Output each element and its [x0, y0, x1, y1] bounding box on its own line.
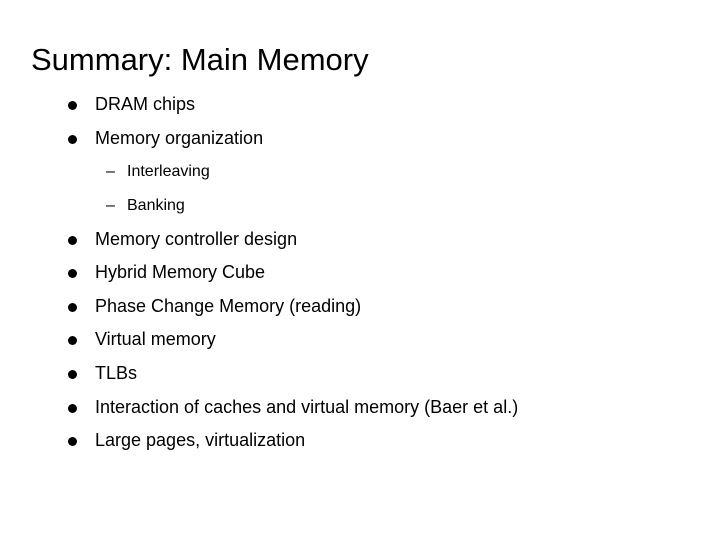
bullet-item: DRAM chips	[68, 93, 196, 115]
bullet-dot	[68, 370, 77, 379]
bullet-dot	[68, 236, 77, 245]
bullet-text: Virtual memory	[95, 329, 216, 349]
bullet-text: DRAM chips	[95, 94, 196, 114]
bullet-text: Large pages, virtualization	[95, 430, 306, 450]
bullet-dot	[68, 437, 77, 446]
bullet-item: Hybrid Memory Cube	[68, 261, 266, 283]
sub-bullet-text: Banking	[127, 197, 185, 214]
bullet-text: Interaction of caches and virtual memory…	[95, 397, 519, 417]
bullet-dot	[68, 269, 77, 278]
bullet-dot	[68, 303, 77, 312]
bullet-item: Interaction of caches and virtual memory…	[68, 396, 519, 418]
bullet-dot	[68, 336, 77, 345]
sub-bullet-dash: –	[106, 163, 115, 180]
sub-bullet-dash: –	[106, 197, 115, 214]
bullet-dot	[68, 101, 77, 110]
bullet-item: Memory organization	[68, 127, 264, 149]
bullet-text: TLBs	[95, 363, 138, 383]
bullet-item: Large pages, virtualization	[68, 429, 306, 451]
bullet-text: Hybrid Memory Cube	[95, 262, 266, 282]
bullet-item: Memory controller design	[68, 228, 298, 250]
bullet-text: Memory controller design	[95, 229, 298, 249]
bullet-dot	[68, 404, 77, 413]
slide-title: Summary: Main Memory	[31, 42, 369, 77]
sub-bullet-item: – Interleaving	[106, 162, 210, 182]
bullet-text: Memory organization	[95, 128, 264, 148]
bullet-item: Virtual memory	[68, 328, 216, 350]
bullet-item: Phase Change Memory (reading)	[68, 295, 362, 317]
bullet-dot	[68, 135, 77, 144]
bullet-item: TLBs	[68, 362, 138, 384]
sub-bullet-text: Interleaving	[127, 163, 210, 180]
sub-bullet-item: – Banking	[106, 196, 185, 216]
bullet-text: Phase Change Memory (reading)	[95, 296, 362, 316]
